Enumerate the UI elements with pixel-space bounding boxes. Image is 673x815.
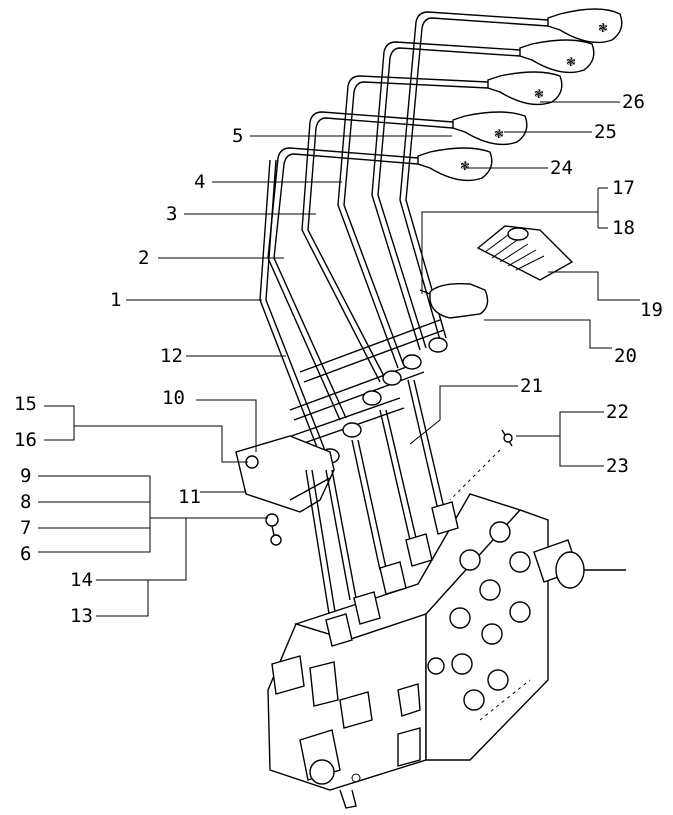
label-16: 16: [14, 429, 37, 451]
label-26: 26: [622, 91, 645, 113]
label-20: 20: [614, 345, 637, 367]
knob-1: [547, 8, 623, 44]
lever-knobs: ❃ ❃ ❃ ❃ ❃: [417, 8, 623, 182]
knob-5: [417, 147, 493, 182]
grip-handle: [419, 282, 489, 319]
linkage-bars: [279, 319, 448, 464]
label-24: 24: [550, 157, 573, 179]
label-25: 25: [594, 121, 617, 143]
label-21: 21: [520, 375, 543, 397]
knob-2: [519, 39, 595, 74]
label-12: 12: [160, 345, 183, 367]
knob-4: [452, 111, 528, 146]
label-15: 15: [14, 393, 37, 415]
label-22: 22: [606, 401, 629, 423]
label-19: 19: [640, 299, 663, 321]
label-1: 1: [110, 289, 121, 311]
svg-text:❃: ❃: [534, 87, 544, 101]
svg-text:❃: ❃: [460, 159, 470, 173]
label-18: 18: [612, 217, 635, 239]
callout-leaders: [38, 101, 640, 617]
callout-numbers: 1 2 3 4 5 12 10 15 16 11 9 8 7 6 14 13 2…: [14, 91, 663, 627]
label-13: 13: [70, 605, 93, 627]
label-3: 3: [166, 203, 177, 225]
svg-text:❃: ❃: [598, 21, 608, 35]
label-11: 11: [178, 486, 201, 508]
svg-text:❃: ❃: [566, 55, 576, 69]
push-rods: [305, 379, 445, 621]
label-8: 8: [20, 491, 31, 513]
svg-text:❃: ❃: [494, 127, 504, 141]
lever-rods: [259, 11, 549, 456]
knob-3: [487, 71, 563, 106]
label-5: 5: [232, 125, 243, 147]
label-4: 4: [194, 171, 205, 193]
mounting-bracket: [235, 435, 335, 546]
label-23: 23: [606, 455, 629, 477]
label-7: 7: [20, 517, 31, 539]
valve-body: [267, 493, 626, 809]
spring-pin: [449, 429, 513, 501]
label-6: 6: [20, 543, 31, 565]
label-14: 14: [70, 569, 93, 591]
label-2: 2: [138, 247, 149, 269]
rubber-boot: [476, 225, 574, 281]
label-10: 10: [162, 387, 185, 409]
label-9: 9: [20, 465, 31, 487]
label-17: 17: [612, 177, 635, 199]
